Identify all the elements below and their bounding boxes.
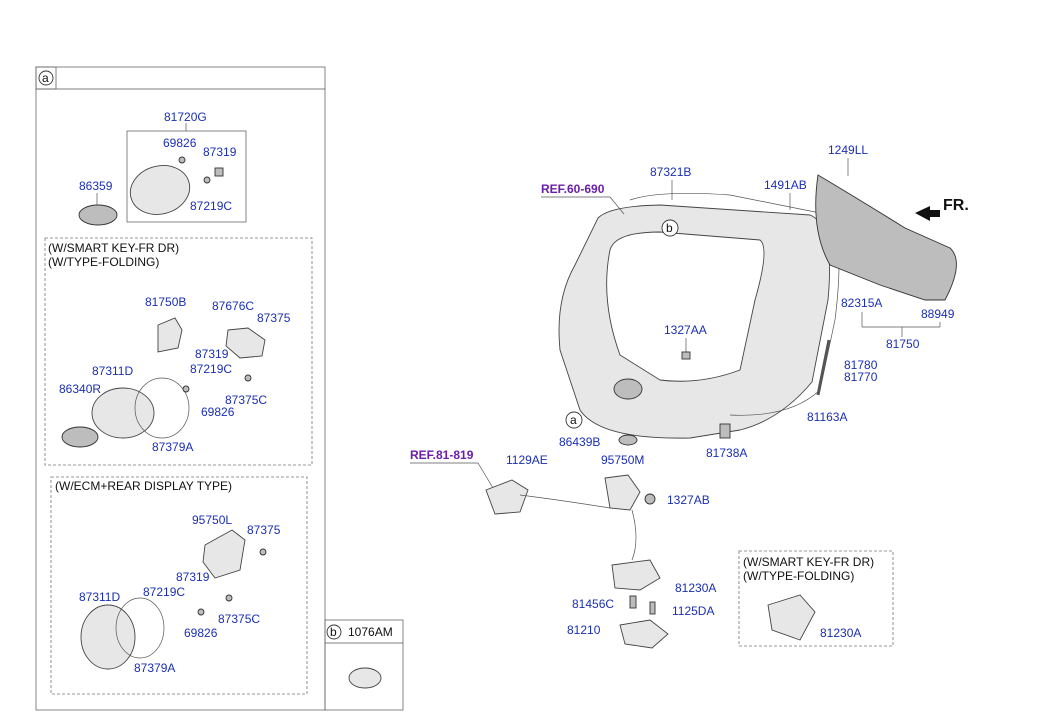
emblem-badge-shape — [78, 204, 118, 226]
smart-key-subgroup-frame — [44, 237, 313, 466]
smart-key-box-subtitle-1: (W/SMART KEY-FR DR) — [743, 555, 874, 569]
panel-a: a 81720G 69826 87319 86359 87219C (W/SMA… — [35, 66, 326, 711]
part-81456C[interactable]: 81456C — [572, 597, 614, 611]
tailgate-actuator-shape — [604, 474, 641, 511]
panel-a-frame — [35, 66, 326, 711]
callout-a-label: a — [42, 71, 49, 85]
part-81750[interactable]: 81750 — [886, 337, 920, 351]
ref-60-690[interactable]: REF.60-690 — [541, 182, 605, 196]
panel-b: b 1076AM — [324, 619, 404, 711]
tailgate-window-shape — [606, 231, 765, 382]
callout-b-main-badge — [661, 219, 679, 237]
part-81163A[interactable]: 81163A — [807, 410, 847, 424]
part-1125DA[interactable]: 1125DA — [672, 604, 714, 618]
part-81230A-main[interactable]: 81230A — [675, 581, 716, 595]
part-87321B[interactable]: 87321B — [650, 165, 691, 179]
part-81738A[interactable]: 81738A — [706, 446, 747, 460]
badge-shape — [61, 426, 99, 448]
front-arrow-icon — [915, 206, 940, 221]
part-87676C[interactable]: 87676C — [212, 299, 254, 313]
part-87311D-mid[interactable]: 87311D — [92, 364, 133, 378]
part-82315A[interactable]: 82315A — [841, 296, 882, 310]
part-88949[interactable]: 88949 — [921, 307, 955, 321]
smart-latch-shape — [767, 594, 816, 641]
latch-assembly-shape — [611, 559, 661, 591]
ecm-subtitle: (W/ECM+REAR DISPLAY TYPE) — [55, 479, 232, 493]
callout-b-label: b — [330, 625, 337, 639]
part-81780[interactable]: 81780 — [844, 358, 878, 372]
part-1327AB[interactable]: 1327AB — [667, 493, 710, 507]
part-69826-top[interactable]: 69826 — [163, 136, 197, 150]
part-87319-mid[interactable]: 87319 — [195, 347, 229, 361]
ref-81-819[interactable]: REF.81-819 — [410, 448, 474, 462]
part-87379A-mid[interactable]: 87379A — [152, 440, 193, 454]
emblem-group-frame — [126, 130, 247, 223]
striker-shape — [619, 619, 669, 649]
part-69826-mid[interactable]: 69826 — [201, 405, 235, 419]
switch-housing-shape — [225, 327, 266, 359]
part-87319-top[interactable]: 87319 — [203, 145, 237, 159]
part-87311D-bot[interactable]: 87311D — [79, 590, 120, 604]
callout-b-badge — [326, 624, 342, 640]
part-87319-bot[interactable]: 87319 — [176, 570, 210, 584]
callout-b-main-label: b — [666, 221, 673, 235]
gasket-ring-shape — [134, 377, 190, 439]
trim-panel-shape — [815, 174, 957, 301]
tailgate-emblem-shape — [613, 378, 643, 400]
part-81750B[interactable]: 81750B — [145, 295, 186, 309]
part-87379A-bot[interactable]: 87379A — [134, 661, 175, 675]
ecm-handle-shape — [80, 604, 136, 670]
lock-cylinder-shape — [485, 479, 529, 515]
part-87375C-mid[interactable]: 87375C — [225, 393, 267, 407]
callout-a-main-badge — [565, 411, 583, 429]
part-95750M[interactable]: 95750M — [601, 453, 644, 467]
latch-actuator-shape — [157, 317, 183, 353]
part-69826-bot[interactable]: 69826 — [184, 626, 218, 640]
part-87375-mid[interactable]: 87375 — [257, 311, 291, 325]
ecm-actuator-shape — [202, 529, 246, 579]
part-86340R[interactable]: 86340R — [59, 382, 101, 396]
main-diagram: b a REF.60-690 87321B 1249LL 1491AB FR. … — [410, 143, 969, 649]
plug-shape — [348, 667, 382, 689]
callout-a-main-label: a — [570, 413, 577, 427]
smart-key-subtitle-1: (W/SMART KEY-FR DR) — [48, 241, 179, 255]
part-87219C-bot[interactable]: 87219C — [143, 585, 185, 599]
part-1327AA[interactable]: 1327AA — [664, 323, 707, 337]
part-1249LL[interactable]: 1249LL — [828, 143, 868, 157]
part-87219C-mid[interactable]: 87219C — [190, 362, 232, 376]
part-81210[interactable]: 81210 — [567, 623, 601, 637]
front-direction-label: FR. — [943, 197, 969, 214]
part-87375C-bot[interactable]: 87375C — [218, 612, 260, 626]
smart-key-subtitle-2: (W/TYPE-FOLDING) — [48, 255, 159, 269]
emblem-housing-shape — [129, 165, 191, 215]
ecm-gasket-shape — [115, 597, 165, 659]
panel-b-frame — [324, 619, 404, 711]
part-81230A-box[interactable]: 81230A — [820, 626, 861, 640]
part-1491AB[interactable]: 1491AB — [764, 178, 807, 192]
smart-key-box-subtitle-2: (W/TYPE-FOLDING) — [743, 569, 854, 583]
part-1076AM[interactable]: 1076AM — [348, 625, 393, 639]
handle-housing-shape — [91, 387, 155, 439]
part-95750L[interactable]: 95750L — [192, 513, 232, 527]
gas-strut-shape — [816, 339, 831, 396]
smart-key-box-frame — [738, 550, 894, 647]
callout-a-badge — [38, 70, 54, 86]
part-87375-bot[interactable]: 87375 — [247, 523, 281, 537]
part-1129AE[interactable]: 1129AE — [506, 453, 548, 467]
part-86439B[interactable]: 86439B — [559, 435, 600, 449]
part-87219C-top[interactable]: 87219C — [190, 199, 232, 213]
ecm-subgroup-frame — [50, 476, 308, 695]
part-86359[interactable]: 86359 — [79, 179, 113, 193]
part-81770[interactable]: 81770 — [844, 370, 878, 384]
lock-cable-shape — [519, 494, 611, 509]
part-81720G[interactable]: 81720G — [164, 110, 207, 124]
